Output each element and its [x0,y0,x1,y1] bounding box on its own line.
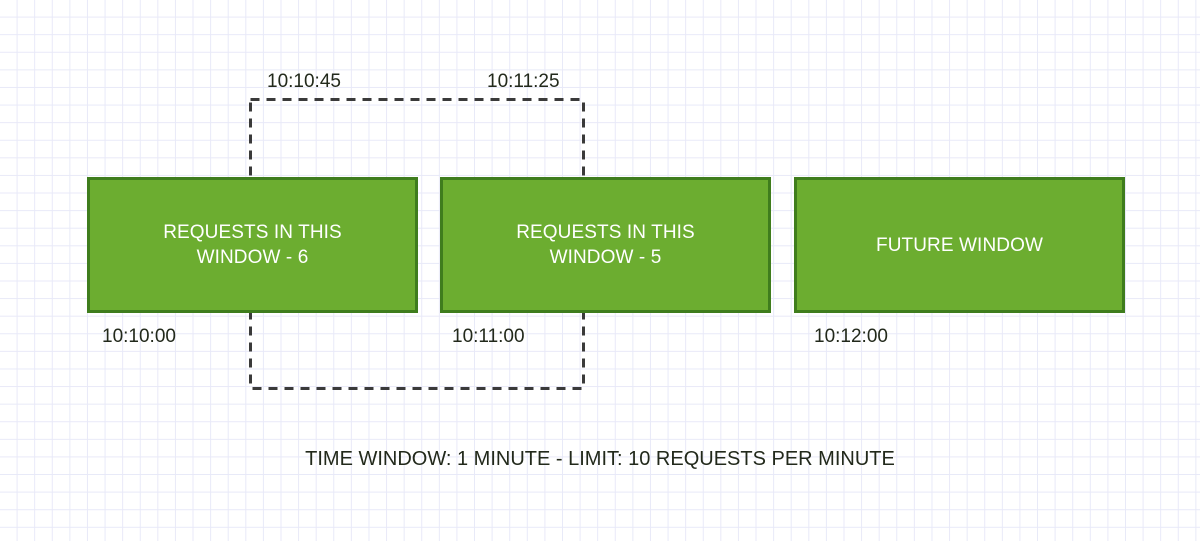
diagram-caption: TIME WINDOW: 1 MINUTE - LIMIT: 10 REQUES… [305,448,895,470]
window-box-future-label: FUTURE WINDOW [876,234,1043,256]
window-start-time-label-0: 10:10:00 [102,326,176,347]
window-box-current[interactable]: REQUESTS IN THIS WINDOW - 6 [87,177,418,313]
sliding-window-start-time-label: 10:10:45 [267,71,341,92]
window-start-time-label-1: 10:11:00 [452,326,525,347]
window-box-current-label: REQUESTS IN THIS WINDOW - 6 [163,222,342,268]
window-box-future[interactable]: FUTURE WINDOW [794,177,1125,313]
window-box-next-label: REQUESTS IN THIS WINDOW - 5 [516,222,695,268]
window-start-time-label-2: 10:12:00 [814,326,888,347]
sliding-window-end-time-label: 10:11:25 [487,71,560,92]
window-box-next[interactable]: REQUESTS IN THIS WINDOW - 5 [440,177,771,313]
